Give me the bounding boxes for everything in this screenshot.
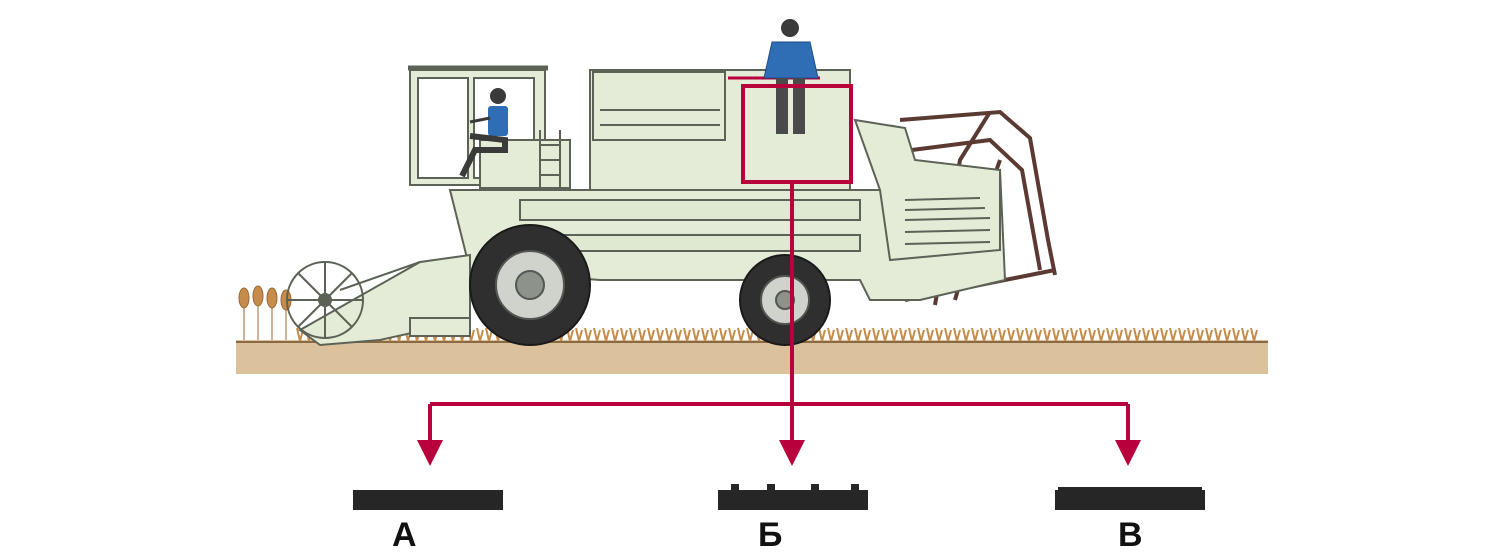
grain-heads: [238, 285, 292, 340]
sample-b: [718, 484, 868, 510]
sample-a: [353, 490, 503, 510]
sample-c: [1055, 487, 1205, 510]
rear-wheel: [739, 254, 831, 346]
standing-worker: [763, 19, 819, 134]
arrowheads: [417, 440, 1141, 466]
flooring-samples: [353, 484, 1205, 510]
arrowhead-c: [1115, 440, 1141, 466]
combine-harvester: [286, 65, 1057, 347]
header-reel: [286, 261, 421, 339]
platform-highlight-box: [741, 84, 853, 184]
arrowhead-a: [417, 440, 443, 466]
option-label-c: В: [1118, 516, 1143, 554]
vent-slats: [904, 197, 991, 245]
cab: [408, 65, 571, 189]
ladder: [539, 130, 561, 190]
front-wheel: [469, 224, 591, 346]
option-label-a: А: [392, 516, 417, 554]
operator-in-cab: [459, 88, 508, 178]
arrowhead-b: [779, 440, 805, 466]
field-ground: [236, 340, 1268, 374]
connector-lines: [428, 84, 1130, 446]
option-label-b: Б: [758, 516, 783, 554]
